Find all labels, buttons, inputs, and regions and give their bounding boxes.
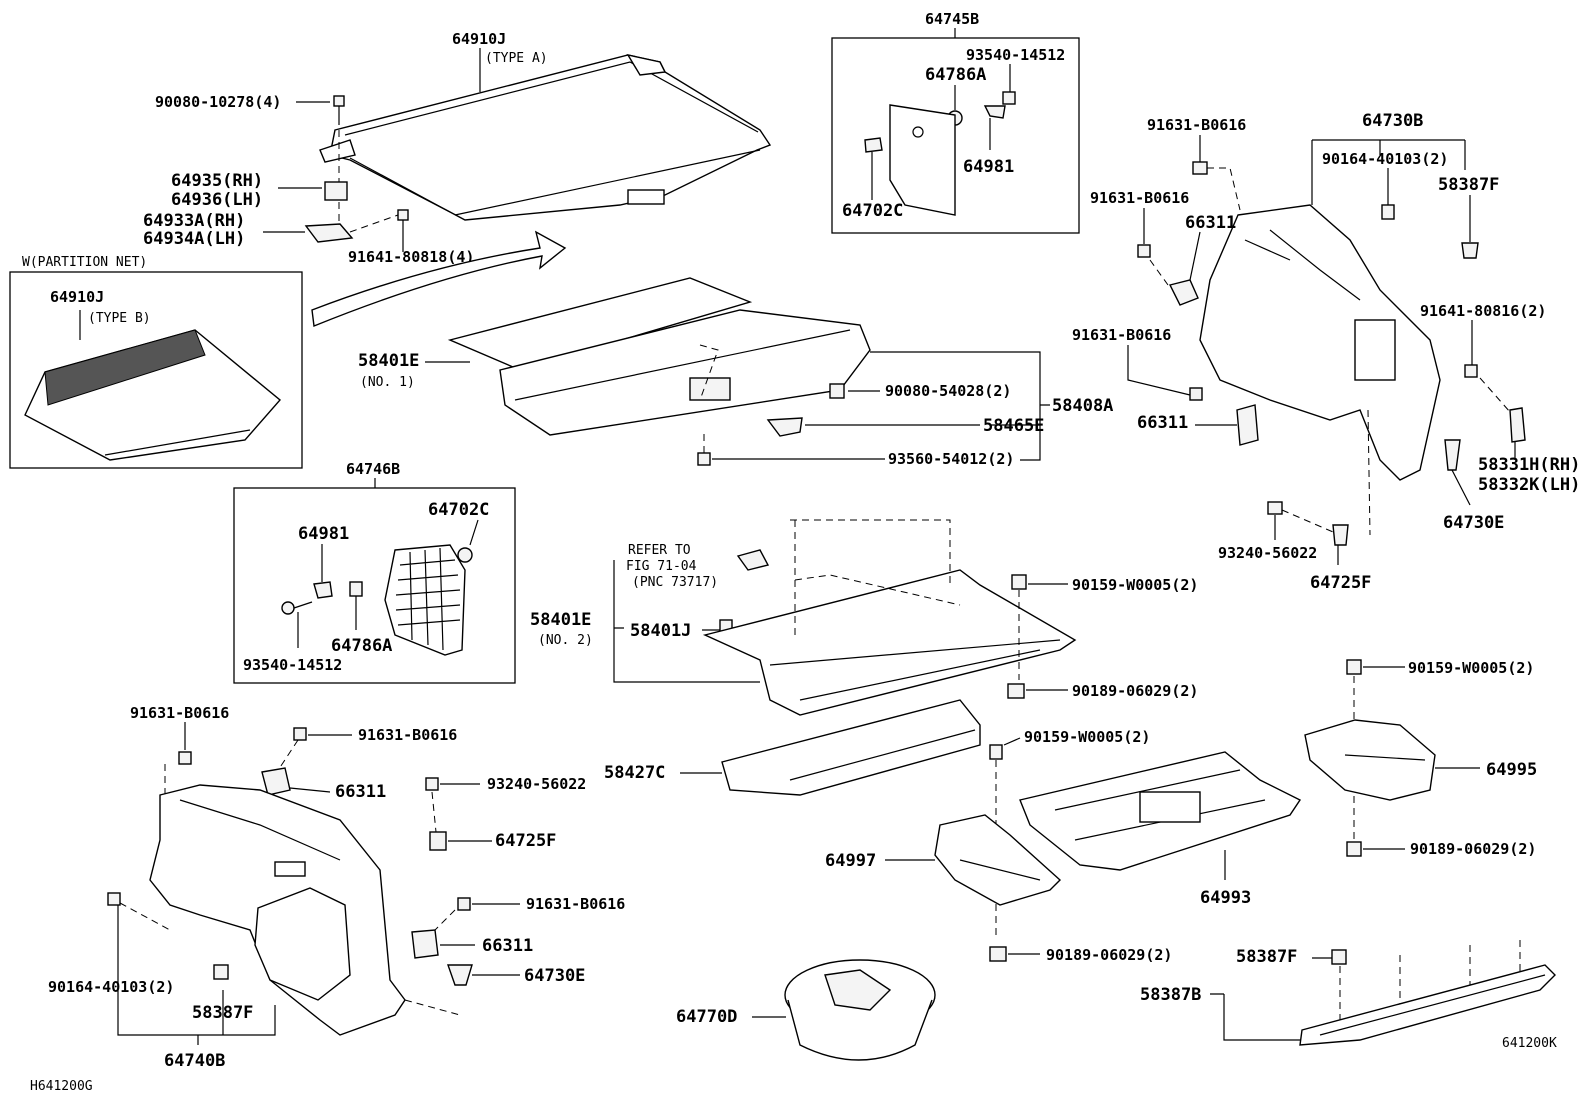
- label-93560-54012: 93560-54012(2): [888, 450, 1014, 468]
- label-64995: 64995: [1486, 760, 1537, 780]
- label-64910J-type-b: 64910J: [50, 288, 104, 306]
- label-64997: 64997: [825, 851, 876, 871]
- label-90080-10278: 90080-10278(4): [155, 93, 281, 111]
- label-66311-b: 66311: [1137, 413, 1188, 433]
- label-58408A: 58408A: [1052, 396, 1113, 416]
- label-type-b: (TYPE B): [88, 311, 151, 326]
- label-91631-B0616-e: 91631-B0616: [358, 726, 457, 744]
- scuff-plate-58387B: [1299, 964, 1556, 1046]
- tray-64995: [1304, 719, 1436, 801]
- tray-64997: [934, 814, 1062, 906]
- label-64786A-b: 64786A: [331, 636, 392, 656]
- label-58387B: 58387B: [1140, 985, 1201, 1005]
- label-90159-W0005-c: 90159-W0005(2): [1408, 659, 1534, 677]
- label-64730B: 64730B: [1362, 111, 1423, 131]
- partition-net-title: W(PARTITION NET): [22, 255, 147, 270]
- label-64740B: 64740B: [164, 1051, 225, 1071]
- label-64725F-b: 64725F: [495, 831, 556, 851]
- label-64935-rh: 64935(RH): [171, 171, 263, 191]
- deck-board-no1: [447, 277, 871, 436]
- label-58331H-rh: 58331H(RH): [1478, 455, 1580, 475]
- label-90164-40103-a: 90164-40103(2): [1322, 150, 1448, 168]
- label-66311-d: 66311: [482, 936, 533, 956]
- label-58401E-no2: 58401E: [530, 610, 591, 630]
- label-pnc-73717: (PNC 73717): [632, 575, 718, 590]
- label-66311-a: 66311: [1185, 213, 1236, 233]
- tonneau-cover-type-a: [319, 53, 772, 221]
- quarter-trim-lh: [149, 784, 406, 1036]
- label-91641-80818: 91641-80818(4): [348, 248, 474, 266]
- label-93540-14512-b: 93540-14512: [243, 656, 342, 674]
- label-93240-56022-b: 93240-56022: [487, 775, 586, 793]
- label-91631-B0616-d: 91631-B0616: [130, 704, 229, 722]
- label-64936-lh: 64936(LH): [171, 190, 263, 210]
- label-58332K-lh: 58332K(LH): [1478, 475, 1580, 495]
- quarter-trim-rh: [1199, 204, 1441, 481]
- label-91631-B0616-a: 91631-B0616: [1147, 116, 1246, 134]
- label-fig-71-04: FIG 71-04: [626, 559, 697, 574]
- label-90080-54028: 90080-54028(2): [885, 382, 1011, 400]
- label-64730E-b: 64730E: [524, 966, 585, 986]
- footer-code-right: 641200K: [1502, 1036, 1557, 1051]
- label-90189-06029-a: 90189-06029(2): [1072, 682, 1198, 700]
- label-90159-W0005-a: 90159-W0005(2): [1072, 576, 1198, 594]
- label-90159-W0005-b: 90159-W0005(2): [1024, 728, 1150, 746]
- label-64725F-a: 64725F: [1310, 573, 1371, 593]
- label-66311-c: 66311: [335, 782, 386, 802]
- label-64745B: 64745B: [925, 10, 979, 28]
- label-64702C-b: 64702C: [428, 500, 489, 520]
- label-90189-06029-c: 90189-06029(2): [1410, 840, 1536, 858]
- label-64770D: 64770D: [676, 1007, 737, 1027]
- label-type-a: (TYPE A): [485, 51, 548, 66]
- spare-tire-tray-64770D: [784, 959, 936, 1061]
- label-58401E-no1: 58401E: [358, 351, 419, 371]
- deck-board-no2: [702, 519, 1077, 716]
- label-64730E-a: 64730E: [1443, 513, 1504, 533]
- label-64910J: 64910J: [452, 30, 506, 48]
- label-93240-56022-a: 93240-56022: [1218, 544, 1317, 562]
- label-58387F-a: 58387F: [1438, 175, 1499, 195]
- arrow-icon: [311, 230, 567, 327]
- label-91631-B0616-b: 91631-B0616: [1090, 189, 1189, 207]
- label-58401J: 58401J: [630, 621, 691, 641]
- label-90164-40103-b: 90164-40103(2): [48, 978, 174, 996]
- label-64981-b: 64981: [298, 524, 349, 544]
- label-58427C: 58427C: [604, 763, 665, 783]
- access-cover-grid: [384, 544, 466, 656]
- label-64993: 64993: [1200, 888, 1251, 908]
- label-no1: (NO. 1): [360, 375, 415, 390]
- deck-box-58427C: [721, 699, 981, 796]
- label-91631-B0616-f: 91631-B0616: [526, 895, 625, 913]
- label-64746B: 64746B: [346, 460, 400, 478]
- label-91641-80816: 91641-80816(2): [1420, 302, 1546, 320]
- label-64786A-a: 64786A: [925, 65, 986, 85]
- label-refer-to: REFER TO: [628, 543, 691, 558]
- label-no2: (NO. 2): [538, 633, 593, 648]
- label-58387F-b: 58387F: [192, 1003, 253, 1023]
- label-90189-06029-b: 90189-06029(2): [1046, 946, 1172, 964]
- tray-64993: [1019, 751, 1302, 871]
- label-64934A-lh: 64934A(LH): [143, 229, 245, 249]
- label-93540-14512-a: 93540-14512: [966, 46, 1065, 64]
- label-91631-B0616-c: 91631-B0616: [1072, 326, 1171, 344]
- label-64933A-rh: 64933A(RH): [143, 211, 245, 231]
- label-58387F-c: 58387F: [1236, 947, 1297, 967]
- label-64702C-a: 64702C: [842, 201, 903, 221]
- label-64981-a: 64981: [963, 157, 1014, 177]
- label-58465E: 58465E: [983, 416, 1044, 436]
- footer-code-left: H641200G: [30, 1079, 93, 1094]
- partition-net-cover: [24, 329, 282, 461]
